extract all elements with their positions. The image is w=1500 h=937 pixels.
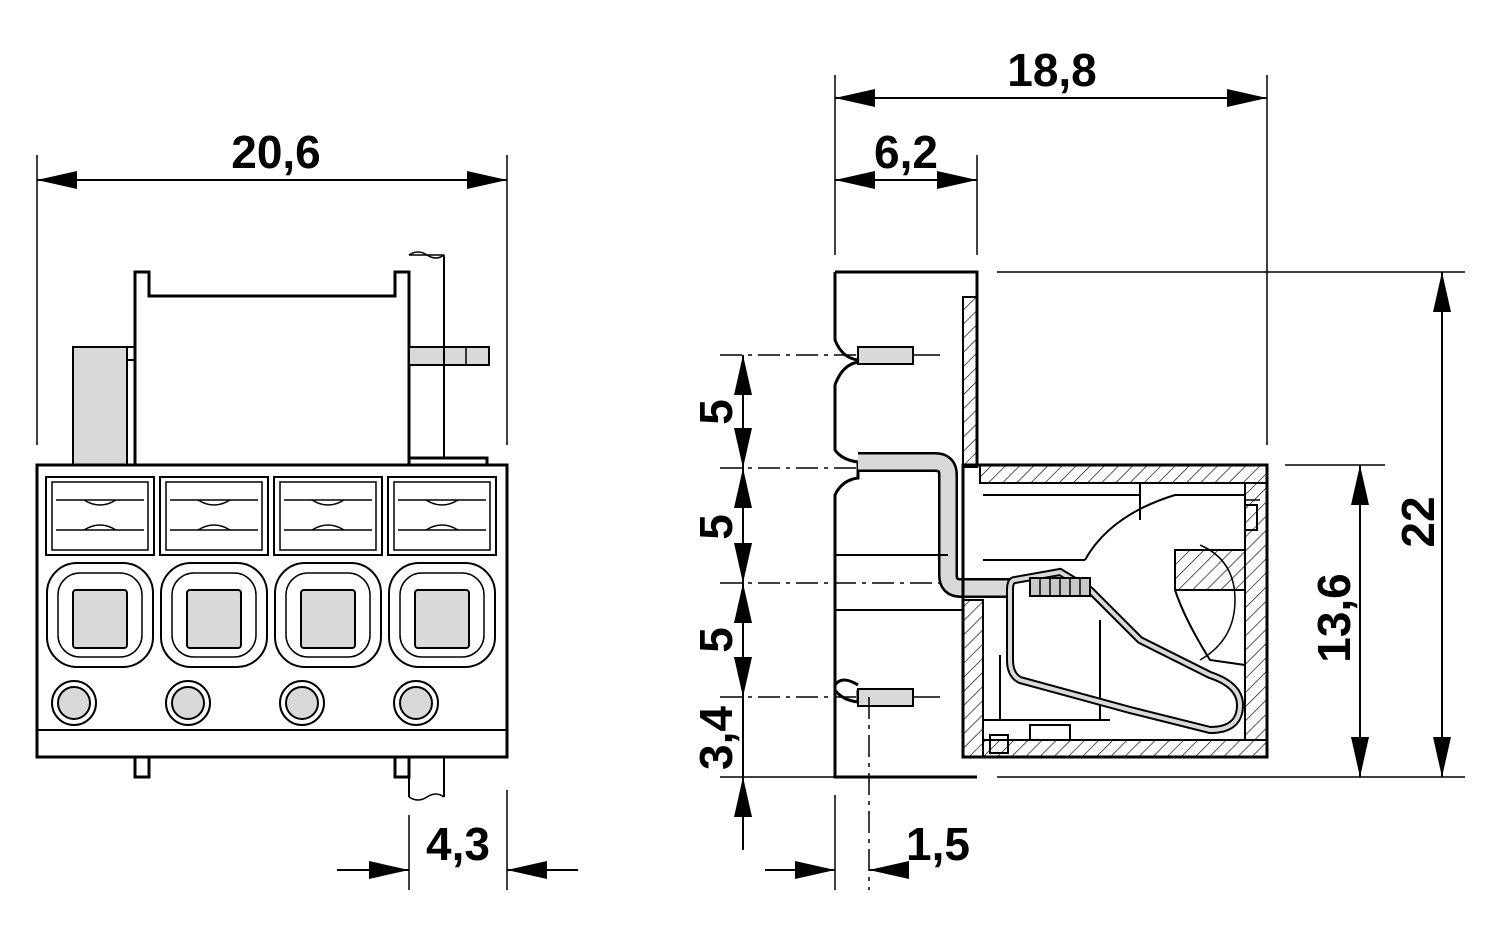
dimension-total-height: 22 bbox=[1392, 272, 1451, 777]
dim-label-22: 22 bbox=[1392, 496, 1444, 547]
wire-entries bbox=[46, 562, 496, 668]
test-holes bbox=[51, 680, 439, 726]
dimension-pin-offset: 4,3 bbox=[337, 790, 578, 890]
wire-entry bbox=[274, 562, 382, 668]
bottom-pins bbox=[133, 755, 445, 801]
release-buttons bbox=[45, 476, 497, 556]
header-flange bbox=[833, 270, 1010, 779]
dim-label-3-4: 3,4 bbox=[690, 706, 742, 770]
dim-label-18-8: 18,8 bbox=[1007, 44, 1097, 96]
dim-label-1-5: 1,5 bbox=[906, 818, 970, 870]
dim-label-6-2: 6,2 bbox=[874, 126, 938, 178]
release-button bbox=[273, 476, 383, 556]
dim-label-4-3: 4,3 bbox=[426, 818, 490, 870]
dim-label-pitch-3: 5 bbox=[690, 627, 742, 653]
plug-section bbox=[961, 463, 1269, 759]
dimension-pitches: 5 5 5 3,4 bbox=[690, 355, 752, 850]
side-extension-lines bbox=[997, 271, 1465, 778]
wire-entry bbox=[388, 562, 496, 668]
dim-label-pitch-2: 5 bbox=[690, 514, 742, 540]
wire-entry bbox=[46, 562, 154, 668]
dimension-body-height: 13,6 bbox=[1308, 465, 1369, 777]
dim-label-pitch-1: 5 bbox=[690, 399, 742, 425]
dim-label-13-6: 13,6 bbox=[1308, 573, 1360, 663]
side-view: 18,8 6,2 bbox=[690, 44, 1465, 890]
dimension-flange-depth: 6,2 bbox=[835, 126, 978, 255]
release-button bbox=[45, 476, 155, 556]
wire-entry bbox=[160, 562, 268, 668]
release-button bbox=[387, 476, 497, 556]
pitch-lines bbox=[720, 354, 940, 890]
header-structure bbox=[72, 251, 490, 466]
dimension-overall-width: 20,6 bbox=[37, 126, 507, 189]
dimension-overall-depth: 18,8 bbox=[834, 44, 1268, 445]
front-view: 20,6 bbox=[35, 126, 578, 890]
dimension-pin-inset: 1,5 bbox=[765, 818, 970, 879]
dim-label-20-6: 20,6 bbox=[231, 126, 321, 178]
release-button bbox=[159, 476, 269, 556]
